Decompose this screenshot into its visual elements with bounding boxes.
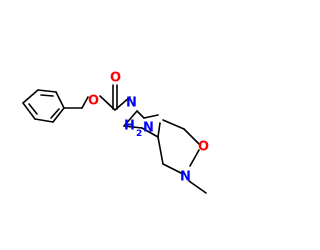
molecule-canvas: O O N N H 2 O N [22,70,210,194]
lactam-oxygen-label: O [198,140,209,155]
structure-diagram: O O N N H 2 O N [22,71,209,194]
carbonyl-oxygen-label: O [110,71,121,86]
benzene-ring [22,89,65,123]
ring-nitrogen-label: N [126,96,137,111]
carbamate-chain [63,84,131,111]
lactam-nitrogen-label: N [180,170,191,185]
amine-hydrogen-label: H [124,119,135,134]
lactam-ring [157,119,207,194]
amine-subscript-label: 2 [136,129,142,139]
carbamate-oxygen-label: O [88,94,99,109]
amine-nitrogen-label: N [143,121,154,136]
upper-ring [123,110,161,138]
